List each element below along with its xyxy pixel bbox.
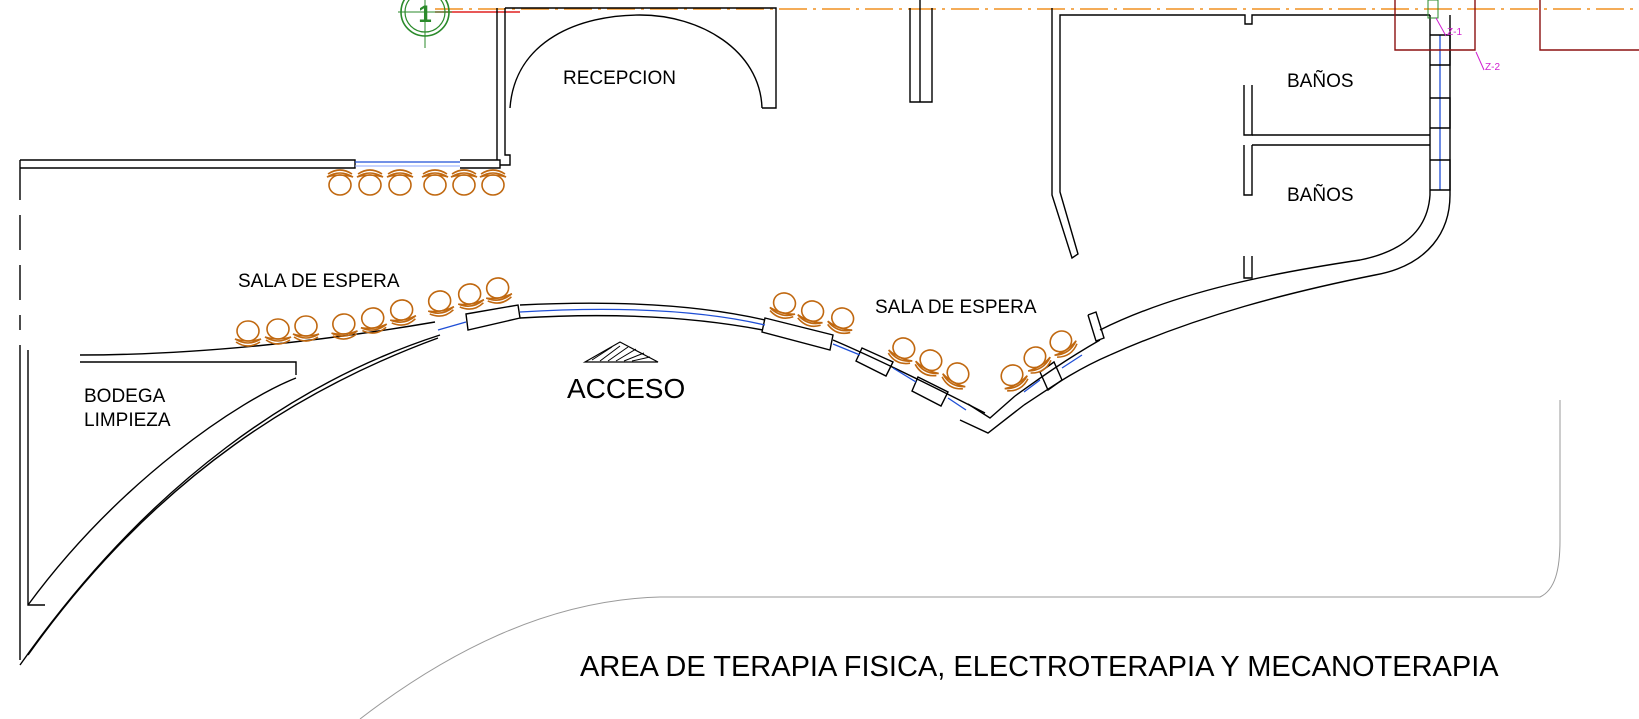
site-boundary xyxy=(359,400,1561,719)
grid-axis-number: 1 xyxy=(418,1,431,28)
chair-icon xyxy=(479,169,507,196)
column-tags: Z-1 Z-2 xyxy=(1394,0,1639,73)
chair-icon xyxy=(264,318,292,345)
chair-icon xyxy=(427,290,455,317)
chair-icon xyxy=(292,315,320,342)
column-tag-z2: Z-2 xyxy=(1485,62,1500,73)
room-label-limpieza: LIMPIEZA xyxy=(84,410,171,431)
room-label-recepcion: RECEPCION xyxy=(563,68,676,89)
chair-icon xyxy=(914,349,943,377)
chair-icon xyxy=(941,362,970,390)
chair-icon xyxy=(1049,330,1078,358)
chair-icon xyxy=(331,313,358,340)
room-label-banos-2: BAÑOS xyxy=(1287,184,1354,206)
chair-icon xyxy=(827,307,855,335)
room-label-bodega: BODEGA xyxy=(84,386,166,407)
walls xyxy=(19,0,1451,666)
chair-icon xyxy=(326,169,354,196)
chair-icon xyxy=(797,300,825,328)
chair-icon xyxy=(485,277,513,304)
access-arrow-icon xyxy=(582,341,659,363)
chair-icon xyxy=(356,169,384,196)
access-label: ACCESO xyxy=(567,373,685,404)
column-tag-z1: Z-1 xyxy=(1447,27,1462,38)
chair-icon xyxy=(234,320,262,347)
room-label-banos-1: BAÑOS xyxy=(1287,70,1354,92)
chair-icon xyxy=(389,299,417,326)
chair-icon xyxy=(1023,346,1052,374)
area-title: AREA DE TERAPIA FISICA, ELECTROTERAPIA Y… xyxy=(580,651,1499,683)
chair-icon xyxy=(887,337,916,365)
chair-icon xyxy=(1000,364,1029,392)
chair-icon xyxy=(360,307,388,334)
chair-icon xyxy=(457,283,485,310)
chair-icon xyxy=(769,292,797,319)
windows xyxy=(355,34,1451,411)
chair-icon xyxy=(421,169,449,196)
room-label-sala-espera-left: SALA DE ESPERA xyxy=(238,271,400,292)
grid-axis-lines xyxy=(435,8,1639,13)
chair-icon xyxy=(450,169,478,196)
room-label-sala-espera-right: SALA DE ESPERA xyxy=(875,297,1037,318)
waiting-chairs xyxy=(234,169,1078,392)
chair-icon xyxy=(386,169,414,196)
grid-axis-bubble-icon: 1 xyxy=(398,0,452,48)
